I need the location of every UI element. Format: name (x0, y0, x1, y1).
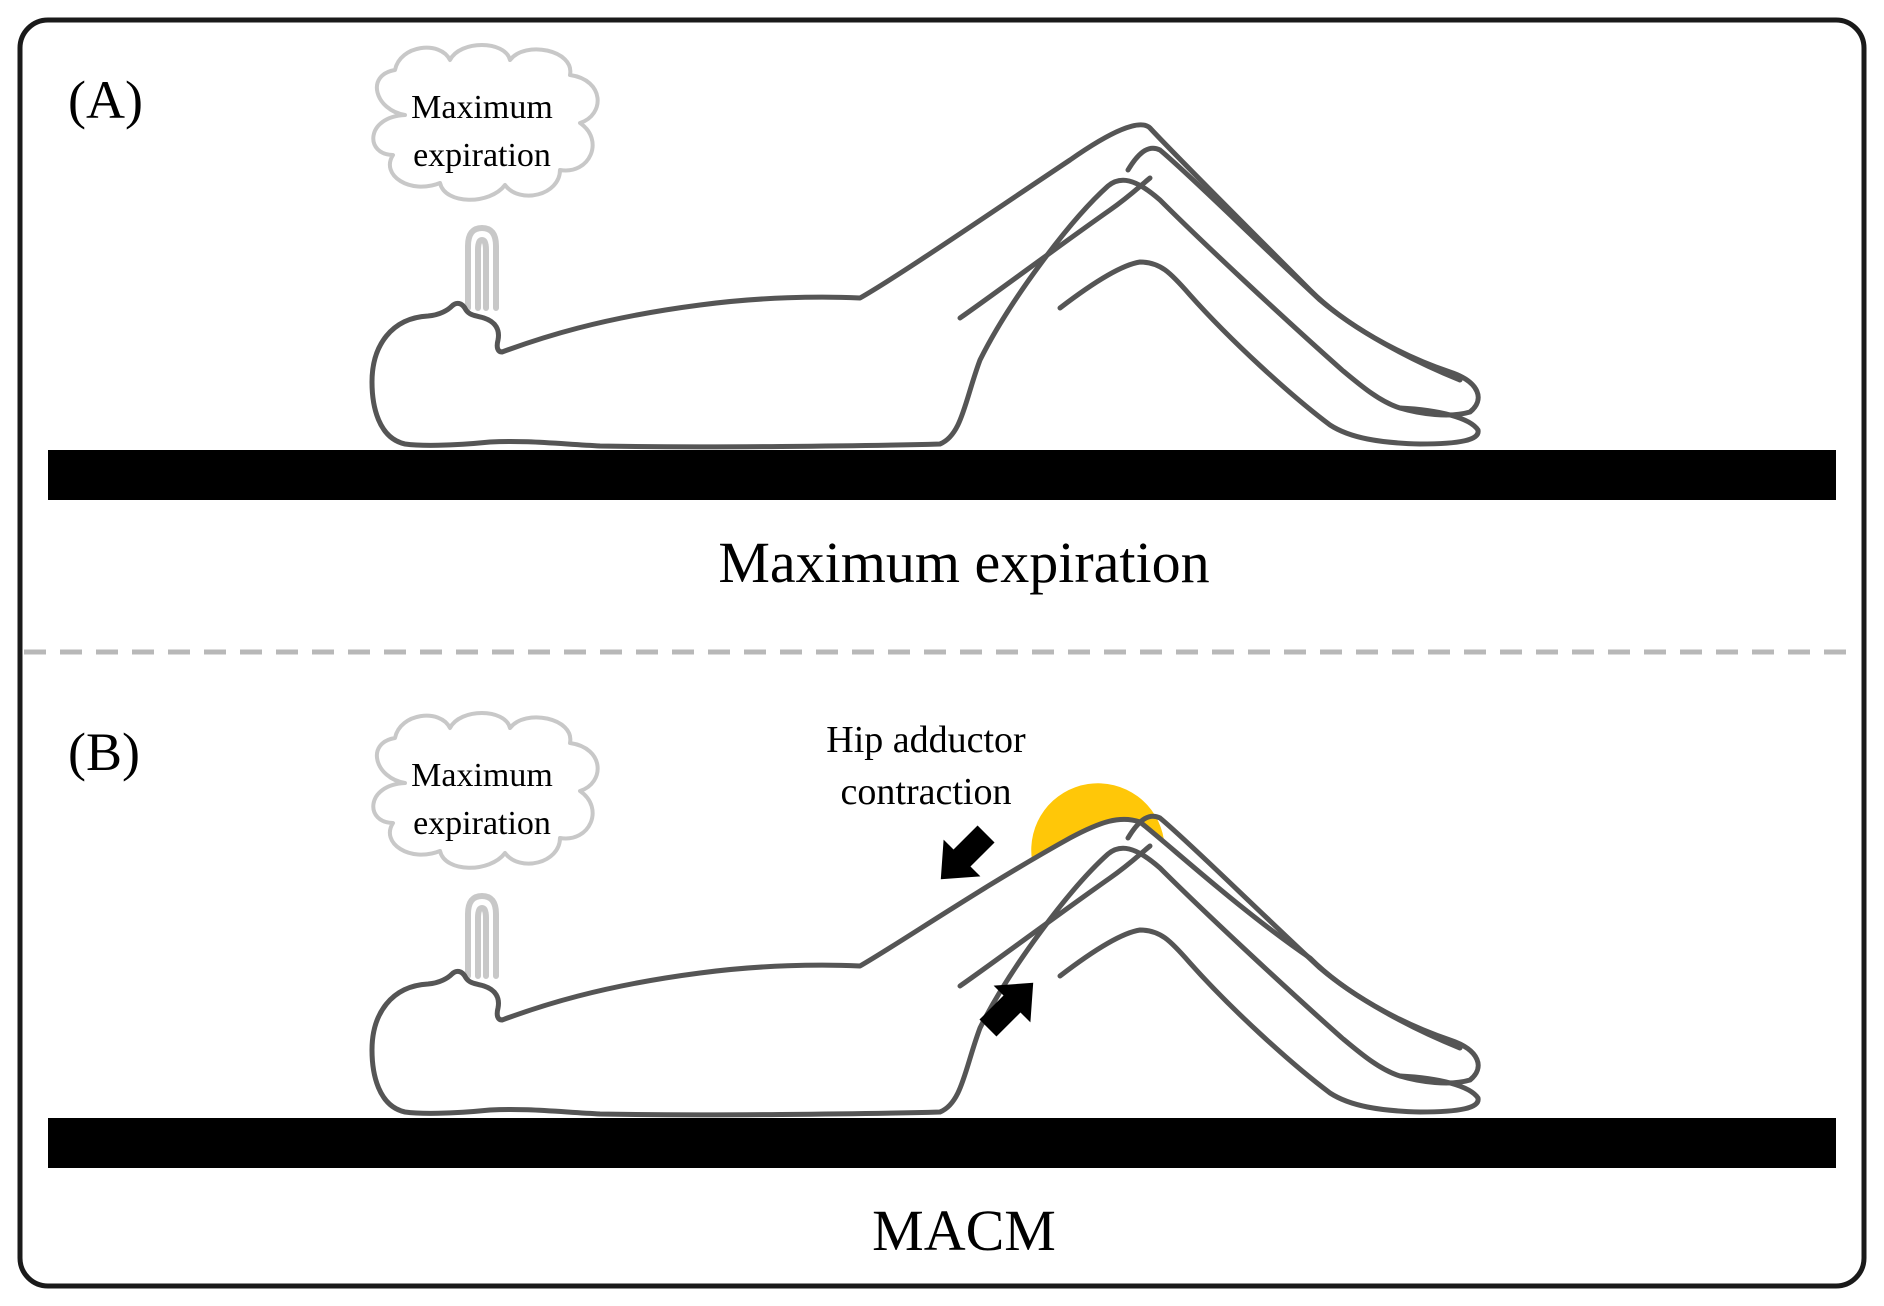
panel-b-annotation-line-2: contraction (841, 771, 1012, 813)
panel-a: (A) Maximum expiration Maximum expiratio… (48, 43, 1836, 595)
panel-a-mat (48, 450, 1836, 500)
panel-b-arrow-up-icon (979, 982, 1034, 1037)
panel-a-cloud-text-line-1: Maximum (411, 89, 553, 126)
panel-b-arrow-down-icon (940, 825, 995, 880)
panel-a-person-figure (369, 122, 1481, 450)
panel-b: (B) Maximum expiration Hip adductor cont… (48, 711, 1836, 1263)
panel-b-caption: MACM (872, 1198, 1056, 1263)
panel-b-mat (48, 1118, 1836, 1168)
panel-a-caption: Maximum expiration (718, 530, 1209, 595)
panel-b-label: (B) (68, 722, 140, 782)
panel-b-cloud-text-line-1: Maximum (411, 757, 553, 794)
panel-a-label: (A) (68, 70, 143, 130)
panel-b-person-figure (369, 813, 1481, 1118)
panel-b-annotation-line-1: Hip adductor (826, 719, 1026, 761)
panel-a-cloud-text-line-2: expiration (413, 137, 551, 174)
panel-b-cloud-text-line-2: expiration (413, 805, 551, 842)
